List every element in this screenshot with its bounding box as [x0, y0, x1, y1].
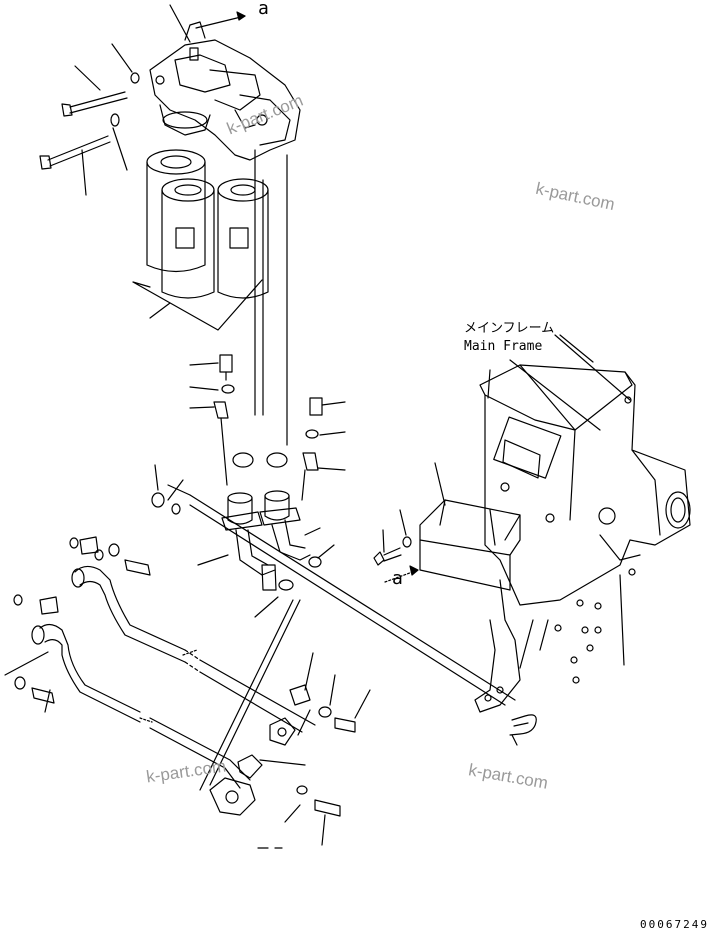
- small-parts-left: [189, 354, 346, 501]
- bracket: [419, 462, 549, 713]
- drawing-number: 00067249: [640, 918, 709, 931]
- main-frame: [479, 334, 691, 684]
- bolts-bracket: [373, 509, 419, 583]
- filter-cartridges: [132, 149, 269, 331]
- arrow-label-top: a: [258, 0, 269, 19]
- arrow-label-bottom: a: [392, 568, 403, 589]
- hose-upper: [69, 536, 316, 733]
- leader-lines: [254, 149, 288, 446]
- pipe-connectors: [197, 490, 335, 618]
- main-frame-label-jp: メインフレーム: [464, 321, 555, 336]
- top-arrow: [169, 4, 246, 43]
- main-frame-label-en: Main Frame: [464, 339, 543, 354]
- long-rod: [151, 464, 516, 706]
- bolts-top: [39, 43, 140, 196]
- hose-fittings: [199, 599, 371, 846]
- break-marks: [139, 649, 283, 849]
- u-bolt: [509, 714, 537, 746]
- filter-head: [149, 21, 301, 161]
